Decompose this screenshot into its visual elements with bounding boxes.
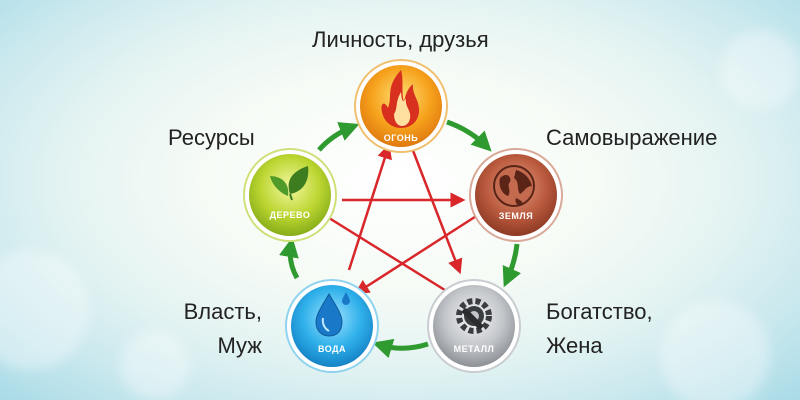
element-wood: ДЕРЕВО <box>243 148 337 242</box>
controlling-cycle-arrows <box>317 143 482 295</box>
generating-cycle-arrows <box>279 119 522 359</box>
element-water: ВОДА <box>285 279 379 373</box>
arrow-earth-to-metal <box>502 243 522 288</box>
element-name-earth: ЗЕМЛЯ <box>499 211 533 221</box>
label-wood-meaning: Ресурсы <box>168 125 255 150</box>
label-metal-meaning-line1: Богатство, <box>546 299 653 324</box>
arrow-metal-to-water <box>372 338 429 359</box>
element-name-wood: ДЕРЕВО <box>270 210 311 220</box>
flame-icon <box>381 70 420 128</box>
background-bokeh <box>660 300 770 400</box>
water-drop-icon <box>315 292 350 337</box>
element-fire: ОГОНЬ <box>354 59 448 153</box>
element-name-water: ВОДА <box>318 344 346 354</box>
gear-wrench-icon <box>456 298 492 334</box>
label-metal-meaning-line2: Жена <box>546 333 603 358</box>
arrow-fire-to-metal <box>410 147 463 275</box>
background-bokeh <box>120 330 190 400</box>
element-earth: ЗЕМЛЯ <box>469 148 563 242</box>
element-name-metal: МЕТАЛЛ <box>454 344 495 354</box>
arrow-fire-to-earth <box>446 119 492 152</box>
element-metal: МЕТАЛЛ <box>427 279 521 373</box>
label-fire-meaning: Личность, друзья <box>312 27 489 52</box>
background-bokeh <box>720 30 800 110</box>
arrow-metal-to-wood <box>317 210 449 294</box>
label-earth-meaning: Самовыражение <box>546 125 718 150</box>
leaf-icon <box>270 166 309 201</box>
arrow-wood-to-fire <box>317 122 360 152</box>
label-water-meaning-line1: Власть, <box>183 299 262 324</box>
globe-icon <box>493 165 535 207</box>
label-water-meaning-line2: Муж <box>217 333 262 358</box>
arrow-earth-to-water <box>354 211 482 295</box>
arrow-water-to-fire <box>347 143 392 271</box>
arrow-water-to-wood <box>279 237 300 280</box>
element-name-fire: ОГОНЬ <box>384 133 418 143</box>
